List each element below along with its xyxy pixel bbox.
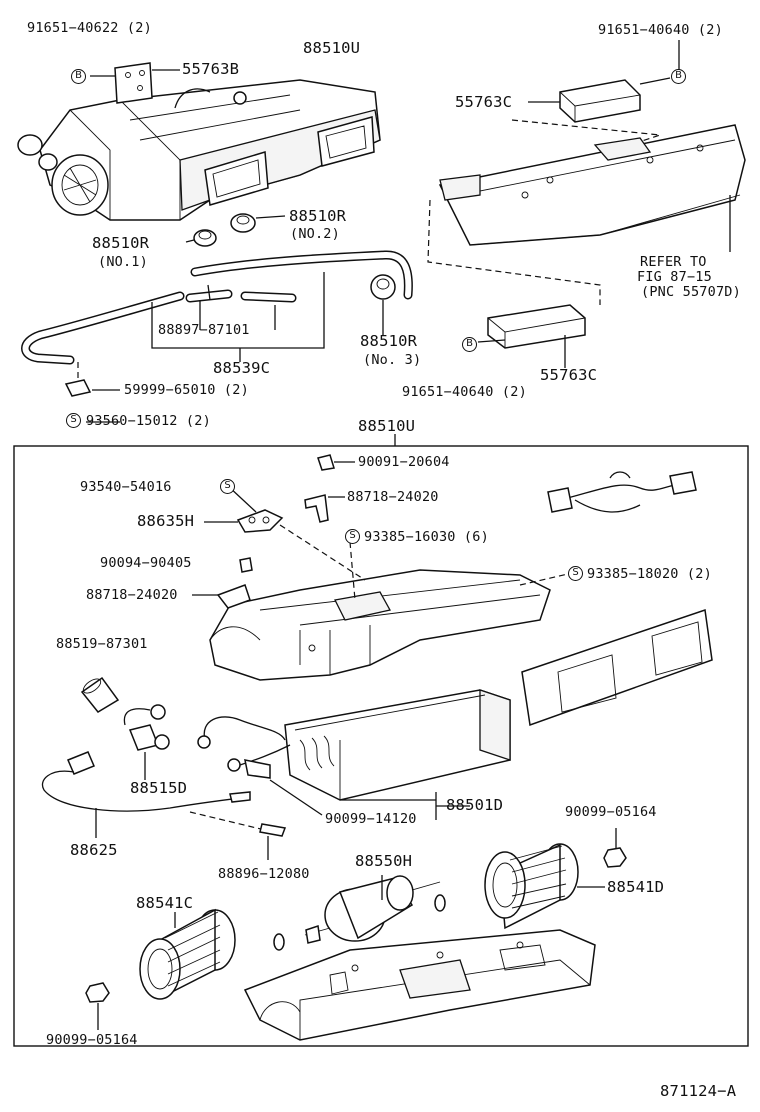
label-88897-87101: 88897−87101 [158, 322, 250, 338]
label-91651-40622: 91651−40622 (2) [27, 20, 152, 36]
label-88539c: 88539C [213, 359, 271, 377]
cap-88519 [80, 676, 120, 713]
nut-90099-a [603, 828, 627, 868]
cover-55763c-bottom [427, 199, 601, 368]
label-88896-12080: 88896−12080 [218, 866, 310, 882]
bolt-90091 [317, 454, 355, 471]
bracket-88718-a [304, 494, 345, 523]
screw-mark-93540: S [220, 479, 235, 494]
label-88635h: 88635H [137, 512, 195, 530]
label-88541c: 88541C [136, 894, 194, 912]
label-93560-15012: 93560−15012 (2) [86, 413, 211, 429]
lower-case [243, 929, 596, 1041]
label-no3: (No. 3) [363, 352, 422, 368]
screw-90094 [239, 557, 253, 573]
outlet-bezel [521, 608, 713, 727]
label-refer-fig: FIG 87−15 [637, 269, 712, 285]
label-55763c-a: 55763C [455, 93, 513, 111]
label-88510r-no2: 88510R [289, 207, 347, 225]
bolt-mark-91651-40640-a: B [671, 69, 686, 84]
label-refer-pnc: (PNC 55707D) [641, 284, 741, 300]
label-88625: 88625 [70, 841, 118, 859]
thermistor-88635h [204, 485, 366, 581]
label-90099-14120: 90099−14120 [325, 811, 417, 827]
label-90094-90405: 90094−90405 [100, 555, 192, 571]
label-90099-05164-a: 90099−05164 [565, 804, 657, 820]
wire-harness [547, 471, 697, 513]
label-90091-20604: 90091−20604 [358, 454, 450, 470]
grommet-no3 [370, 274, 396, 335]
label-88510u-top: 88510U [303, 39, 361, 57]
label-91651-40640-a: 91651−40640 (2) [598, 22, 723, 38]
drain-hoses [21, 250, 413, 385]
sensor-wire-88625 [41, 751, 266, 838]
grommet-no2 [230, 213, 286, 233]
label-90099-05164-b: 90099−05164 [46, 1032, 138, 1048]
label-88515d: 88515D [130, 779, 188, 797]
label-88501d: 88501D [446, 796, 504, 814]
washer-pair [273, 894, 446, 951]
bolt-mark-91651-40622: B [71, 69, 86, 84]
label-no2: (NO.2) [290, 226, 340, 242]
screw-mark-93560: S [66, 413, 81, 428]
label-88718-24020-b: 88718−24020 [86, 587, 178, 603]
label-59999-65010: 59999−65010 (2) [124, 382, 249, 398]
clamp-59999 [64, 379, 120, 423]
upper-case [209, 569, 551, 681]
label-88510r-no1: 88510R [92, 234, 150, 252]
label-88519-87301: 88519−87301 [56, 636, 148, 652]
expansion-valve-88515d [123, 704, 170, 780]
label-93540-54016: 93540−54016 [80, 479, 172, 495]
bracket-55763b [90, 62, 180, 104]
cover-55763c-top [511, 40, 680, 146]
label-93385-16030: 93385−16030 (6) [364, 529, 489, 545]
label-88550h: 88550H [355, 852, 413, 870]
blower-motor-88550h [304, 875, 441, 944]
fan-88541d [484, 843, 605, 930]
label-55763c-b: 55763C [540, 366, 598, 384]
label-55763b: 55763B [182, 60, 240, 78]
evaporator-88501d [197, 689, 511, 820]
cooler-unit-assembly [17, 79, 381, 221]
label-no1: (NO.1) [98, 254, 148, 270]
label-88541d: 88541D [607, 878, 665, 896]
label-93385-18020: 93385−18020 (2) [587, 566, 712, 582]
duct-panel [438, 124, 746, 252]
label-88510u-box: 88510U [358, 417, 416, 435]
figure-number: 871124−A [660, 1082, 737, 1100]
nut-90099-b [85, 982, 110, 1030]
label-88718-24020-a: 88718−24020 [347, 489, 439, 505]
screw-mark-93385-18020: S [568, 566, 583, 581]
assembly-frame [13, 445, 749, 1047]
screw-mark-93385-16030: S [345, 529, 360, 544]
bolt-mark-91651-40640-b: B [462, 337, 477, 352]
label-refer-to: REFER TO [640, 254, 707, 270]
grommet-no1 [185, 229, 217, 247]
label-91651-40640-b: 91651−40640 (2) [402, 384, 527, 400]
clip-88896 [259, 823, 287, 860]
label-88510r-no3: 88510R [360, 332, 418, 350]
fan-88541c [139, 908, 236, 1000]
bracket-88718-b [192, 584, 251, 609]
